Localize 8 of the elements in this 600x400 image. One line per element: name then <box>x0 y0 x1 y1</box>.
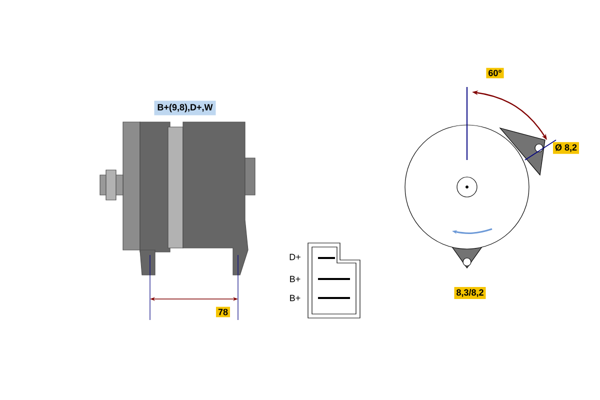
terminal-label: B+(9,8),D+,W <box>154 100 216 116</box>
dimension-label: 8,3/8,2 <box>454 287 486 299</box>
dimension-label: 78 <box>216 306 230 318</box>
pin-label: D+ <box>290 254 300 260</box>
pin-label: B+ <box>290 276 300 282</box>
pin-label: B+ <box>290 294 300 302</box>
angle-label: 60° <box>486 68 504 78</box>
diameter-label: Ø 8,2 <box>553 142 579 154</box>
